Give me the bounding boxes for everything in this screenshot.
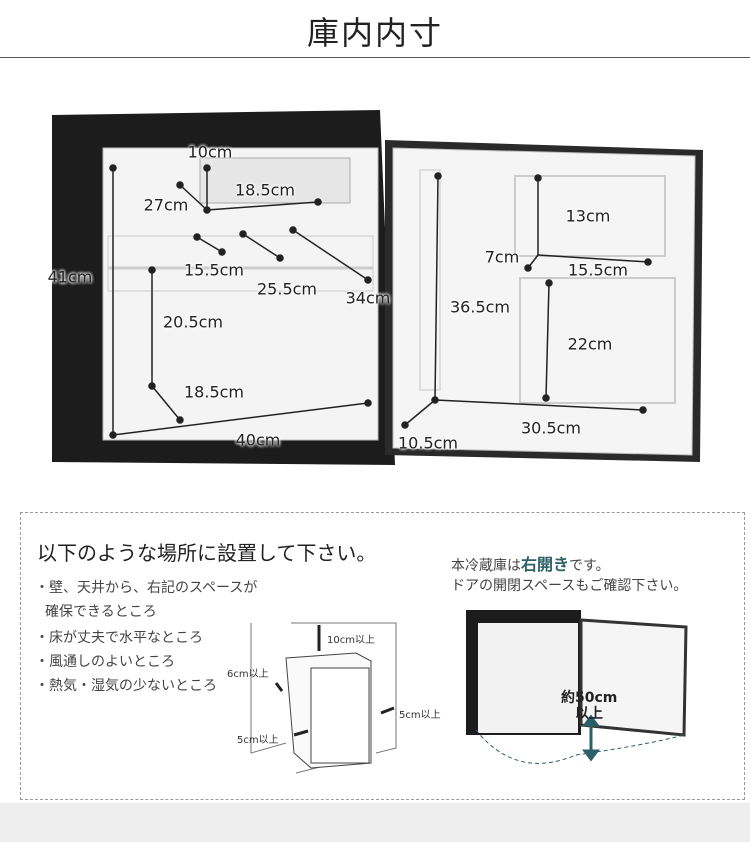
door-note: 本冷蔵庫は右開きです。 (451, 551, 610, 575)
door-space-label: 約50cm (561, 690, 618, 706)
clearance-diagram (250, 622, 397, 774)
condition-item: 確保できるところ (45, 604, 157, 620)
condition-item: ・熱気・湿気の少ないところ (35, 678, 217, 694)
dim-label: 7cm (484, 247, 520, 267)
footer-band (0, 803, 750, 842)
install-heading: 以下のような場所に設置して下さい。 (37, 541, 377, 565)
dim-label: 27cm (143, 195, 189, 215)
dim-label: 10cm (187, 142, 233, 162)
door-open-photo (466, 610, 688, 764)
dim-label: 13cm (565, 206, 611, 226)
page-title: 庫内内寸 (306, 14, 443, 52)
title-divider (0, 57, 750, 58)
dim-label: 30.5cm (520, 418, 582, 438)
dim-label: 18.5cm (234, 180, 296, 200)
dim-label: 41cm (47, 267, 93, 287)
install-panel: 以下のような場所に設置して下さい。 ・壁、天井から、右記のスペースが 確保できる… (20, 512, 745, 800)
clearance-top: 10cm以上 (327, 635, 375, 646)
clearance-side-right: 5cm以上 (399, 710, 441, 721)
dim-label: 22cm (567, 334, 613, 354)
dim-label: 20.5cm (162, 312, 224, 332)
door-note-prefix: 本冷蔵庫は (451, 558, 521, 574)
door-note-suffix: です。 (569, 558, 610, 574)
door-note-emphasis: 右開き (521, 555, 570, 574)
clearance-back: 5cm以上 (237, 735, 279, 746)
fridge-drawing (52, 110, 703, 465)
dim-label: 15.5cm (183, 260, 245, 280)
condition-item: ・床が丈夫で水平なところ (35, 630, 203, 646)
door-note-line2: ドアの開閉スペースもご確認下さい。 (451, 578, 688, 594)
dim-label: 15.5cm (567, 260, 629, 280)
condition-item: ・風通しのよいところ (35, 654, 175, 670)
door-space-label-2: 以上 (575, 706, 603, 722)
condition-item: ・壁、天井から、右記のスペースが (35, 580, 258, 596)
dim-label: 18.5cm (183, 382, 245, 402)
dim-label: 34cm (345, 288, 391, 308)
dim-label: 10.5cm (397, 433, 459, 453)
dim-label: 36.5cm (449, 297, 511, 317)
dim-label: 40cm (235, 430, 281, 450)
clearance-side-left: 6cm以上 (227, 669, 269, 680)
dim-label: 25.5cm (256, 279, 318, 299)
